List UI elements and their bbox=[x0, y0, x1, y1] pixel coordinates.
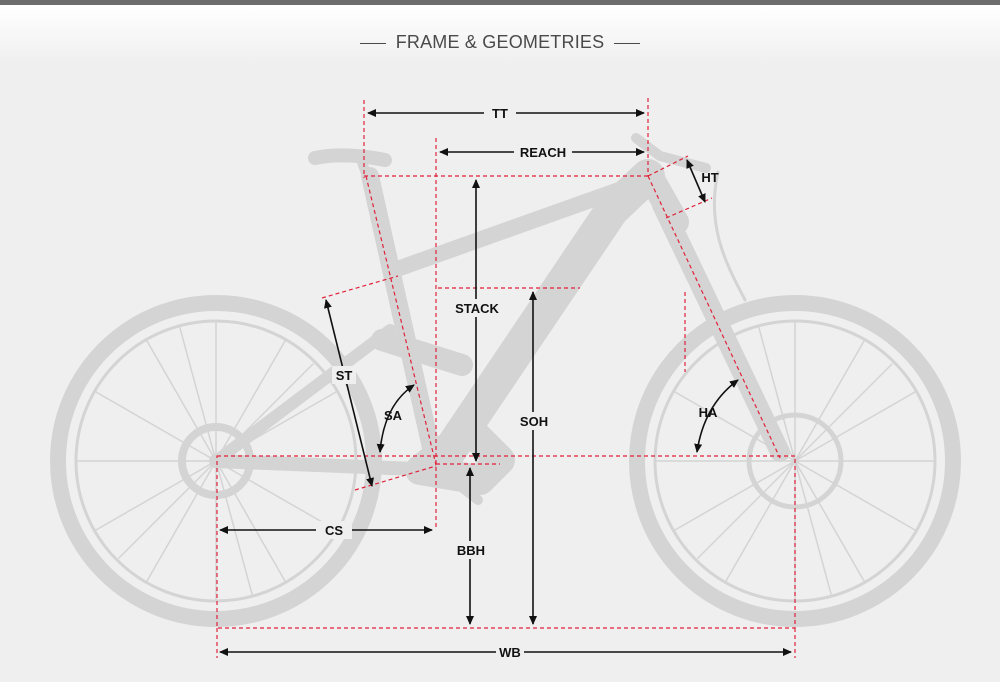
label-stack: STACK bbox=[455, 301, 499, 316]
title-rule-right bbox=[614, 42, 641, 44]
brake-rotor bbox=[746, 412, 844, 510]
title-rule-left bbox=[359, 42, 386, 44]
front-wheel bbox=[629, 295, 961, 627]
chainring bbox=[422, 452, 458, 488]
section-header: FRAME & GEOMETRIES bbox=[0, 5, 1000, 65]
motor-housing bbox=[405, 415, 515, 495]
sa-arrow bbox=[376, 384, 415, 453]
label-sa: SA bbox=[384, 408, 403, 423]
top-bar bbox=[0, 0, 1000, 5]
label-st: ST bbox=[336, 368, 353, 383]
seat-tube bbox=[361, 167, 445, 479]
bike-silhouette bbox=[50, 133, 961, 627]
dimension-labels: TT REACH HT STACK ST SA SOH HA CS BBH WB bbox=[325, 106, 719, 660]
label-ha: HA bbox=[699, 405, 718, 420]
saddle bbox=[308, 148, 392, 167]
ht-arrow bbox=[686, 159, 706, 203]
label-soh: SOH bbox=[520, 414, 548, 429]
head-tube bbox=[637, 163, 689, 235]
brake-cable bbox=[712, 170, 747, 302]
label-ht: HT bbox=[701, 170, 718, 185]
top-tube bbox=[392, 178, 638, 276]
ha-arrow bbox=[694, 379, 739, 453]
fork bbox=[652, 195, 790, 462]
rear-shock bbox=[371, 329, 473, 376]
label-bbh: BBH bbox=[457, 543, 485, 558]
label-wb: WB bbox=[499, 645, 521, 660]
label-reach: REACH bbox=[520, 145, 566, 160]
section-title-text: FRAME & GEOMETRIES bbox=[395, 32, 605, 52]
seat-post bbox=[357, 157, 375, 190]
st-arrow bbox=[324, 299, 374, 487]
label-backgrounds bbox=[316, 104, 572, 661]
label-tt: TT bbox=[492, 106, 508, 121]
section-title: FRAME & GEOMETRIES bbox=[0, 32, 1000, 53]
label-cs: CS bbox=[325, 523, 343, 538]
